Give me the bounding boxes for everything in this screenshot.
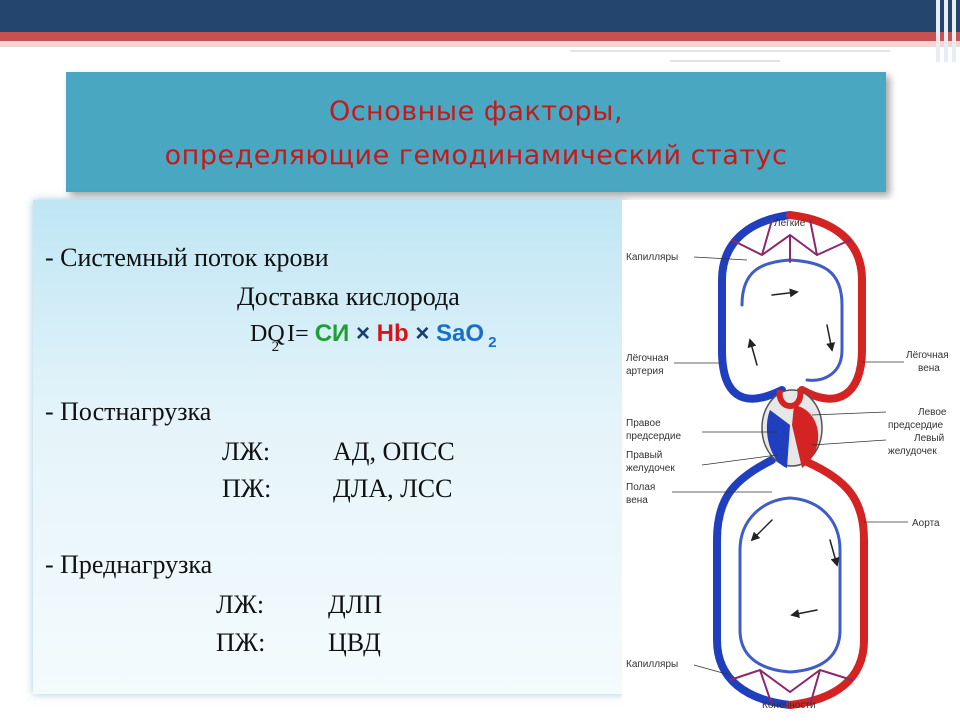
label-pulmonary-artery-1: Лёгочная bbox=[626, 353, 669, 364]
label-aorta: Аорта bbox=[912, 518, 940, 529]
limb-capillaries bbox=[729, 668, 853, 706]
pulmonary-artery-path bbox=[718, 211, 794, 403]
title-box: Основные факторы, определяющие гемодинам… bbox=[66, 72, 886, 192]
afterload-rv-label: ПЖ: bbox=[222, 474, 272, 503]
oxygen-delivery-formula: DQ2 I= СИ × Hb × SaO 2 bbox=[250, 320, 497, 355]
lung-capillaries bbox=[731, 219, 851, 263]
label-capillaries-bottom: Капилляры bbox=[626, 659, 678, 670]
formula-sao-subscript: 2 bbox=[484, 334, 497, 351]
label-lungs: Лёгкие bbox=[774, 218, 806, 229]
circulation-diagram: Лёгкие Капилляры Лёгочная артерия Лёгочн… bbox=[622, 200, 960, 720]
label-left-ventricle-1: Левый bbox=[914, 433, 944, 444]
heart-icon bbox=[761, 387, 823, 468]
label-left-atrium-1: Левое bbox=[918, 407, 947, 418]
label-right-ventricle-2: желудочек bbox=[626, 463, 675, 474]
afterload-lv-label: ЛЖ: bbox=[222, 437, 271, 466]
flow-arrow-icon bbox=[826, 324, 836, 352]
label-pulmonary-vein-1: Лёгочная bbox=[906, 350, 949, 361]
preload-rv-label: ПЖ: bbox=[216, 628, 266, 657]
preload-lv-value: ДЛП bbox=[328, 590, 383, 619]
flow-arrow-icon bbox=[771, 288, 799, 298]
flow-arrow-icon bbox=[747, 338, 758, 366]
label-right-atrium-1: Правое bbox=[626, 418, 661, 429]
afterload-rv-value: ДЛА, ЛСС bbox=[333, 474, 453, 503]
deco-line bbox=[670, 60, 780, 62]
label-vena-cava-1: Полая bbox=[626, 482, 655, 493]
item-afterload: - Постнагрузка bbox=[45, 397, 212, 426]
flow-arrow-icon bbox=[829, 539, 840, 567]
top-light-stripe bbox=[0, 41, 960, 47]
title-line-2: определяющие гемодинамический статус bbox=[164, 140, 788, 171]
deco-line bbox=[570, 50, 890, 52]
label-left-ventricle-2: желудочек bbox=[888, 446, 937, 457]
formula-lhs-rest: I= bbox=[281, 321, 315, 347]
label-leader-lines bbox=[672, 256, 908, 676]
title-line-1: Основные факторы, bbox=[328, 96, 624, 127]
flow-arrow-icon bbox=[750, 519, 773, 542]
formula-term-sao: SaO bbox=[436, 320, 485, 347]
afterload-lv-value: АД, ОПСС bbox=[333, 437, 455, 466]
label-right-atrium-2: предсердие bbox=[626, 431, 681, 442]
label-right-ventricle-1: Правый bbox=[626, 450, 662, 461]
aorta-path bbox=[786, 458, 868, 709]
formula-lhs: DQ bbox=[250, 321, 285, 347]
item-preload: - Преднагрузка bbox=[45, 550, 213, 579]
label-vena-cava-2: вена bbox=[626, 495, 648, 506]
label-limbs: Конечности bbox=[762, 700, 816, 711]
preload-lv-label: ЛЖ: bbox=[216, 590, 265, 619]
corner-deco-strip bbox=[952, 0, 956, 62]
corner-deco-strip bbox=[944, 0, 948, 62]
formula-operator: × bbox=[408, 320, 437, 347]
label-pulmonary-artery-2: артерия bbox=[626, 366, 664, 377]
label-capillaries-top: Капилляры bbox=[626, 252, 678, 263]
formula-lhs-subscript: 2 bbox=[271, 339, 280, 355]
circulation-svg: Лёгкие Капилляры Лёгочная артерия Лёгочн… bbox=[626, 211, 949, 711]
preload-rv-value: ЦВД bbox=[328, 628, 381, 657]
formula-term-si: СИ bbox=[314, 320, 350, 347]
pulmonary-vein-path bbox=[786, 211, 866, 403]
pulmonary-inner-path bbox=[740, 258, 844, 382]
systemic-inner-path bbox=[738, 496, 842, 674]
content-panel bbox=[33, 200, 625, 694]
label-pulmonary-vein-2: вена bbox=[918, 363, 940, 374]
formula-term-hb: Hb bbox=[376, 320, 409, 347]
item-oxygen-delivery: Доставка кислорода bbox=[237, 282, 460, 311]
label-left-atrium-2: предсердие bbox=[888, 420, 943, 431]
item-systemic-flow: - Системный поток крови bbox=[45, 243, 329, 272]
vena-cava-path bbox=[713, 456, 794, 709]
formula-operator: × bbox=[349, 320, 377, 347]
top-red-stripe bbox=[0, 32, 960, 41]
top-banner-bar bbox=[0, 0, 960, 32]
corner-deco-strip bbox=[936, 0, 940, 62]
flow-arrow-icon bbox=[790, 609, 818, 619]
